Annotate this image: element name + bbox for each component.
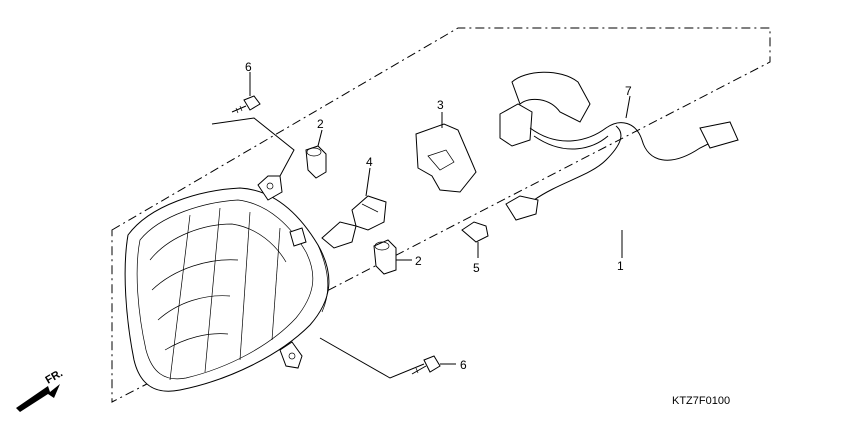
callout-socket-cover-lower: 2 [415, 254, 422, 268]
retainer-icon [415, 123, 477, 193]
callout-headlight-assy: 1 [617, 259, 624, 273]
screw-upper-icon [231, 95, 261, 114]
callout-wire-harness: 7 [625, 84, 632, 98]
assembly-boundary [111, 27, 771, 403]
callout-position-bulb: 5 [473, 261, 480, 275]
callout-screw-upper: 6 [245, 60, 252, 74]
socket-cover-lower-icon [373, 239, 397, 275]
bulb-icon [321, 195, 387, 249]
screw-lower-icon [411, 355, 441, 375]
callout-screw-lower: 6 [460, 358, 467, 372]
callout-bulb: 4 [366, 155, 373, 169]
diagram-code: KTZ7F0100 [672, 395, 730, 407]
callout-socket-cover-upper: 2 [317, 117, 324, 131]
socket-cover-upper-icon [305, 145, 327, 179]
front-direction-arrow-icon [16, 384, 60, 412]
wire-harness-icon [499, 71, 739, 221]
headlight-unit [124, 175, 330, 392]
position-bulb-icon [461, 221, 489, 243]
direction-label: FR. [44, 367, 65, 386]
callout-retainer: 3 [437, 98, 444, 112]
